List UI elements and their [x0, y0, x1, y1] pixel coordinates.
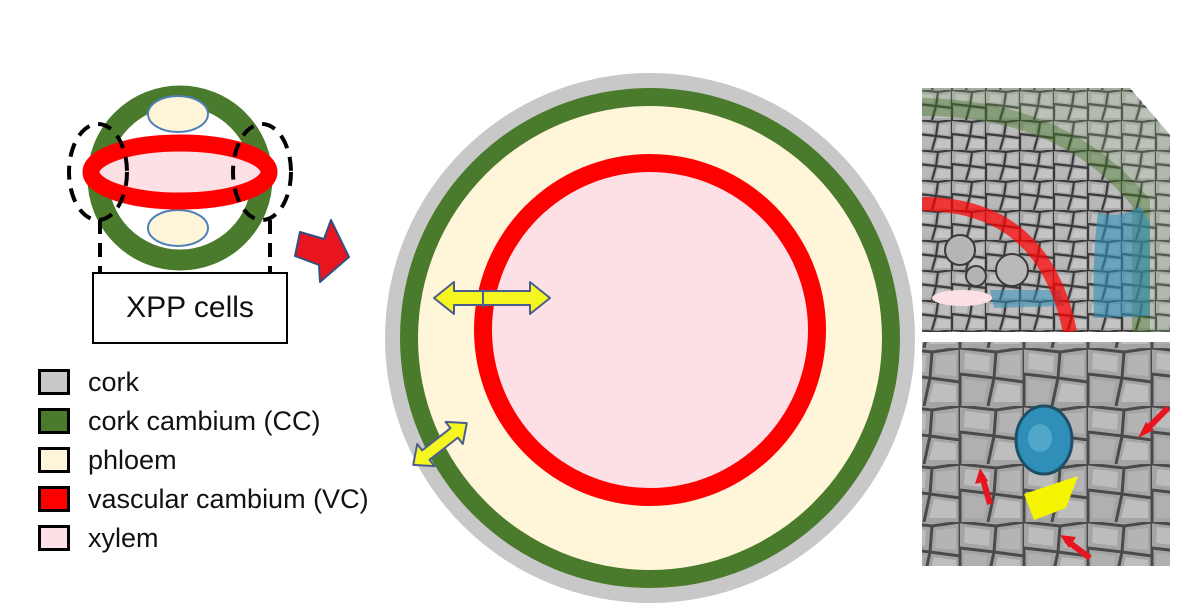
legend-swatch-cork	[38, 369, 70, 395]
legend-label: vascular cambium (VC)	[88, 483, 369, 514]
schematic-small	[67, 85, 293, 272]
legend-item-vascular-cambium: vascular cambium (VC)	[38, 481, 369, 517]
xpp-highlight-right	[231, 122, 293, 222]
red-arrow-icon	[1060, 535, 1092, 561]
schematic-large	[385, 73, 915, 603]
legend-label: cork cambium (CC)	[88, 405, 321, 436]
block-arrow-right-icon	[294, 219, 350, 283]
xpp-cells-label: XPP cells	[126, 291, 254, 324]
red-arrow-icon	[1138, 405, 1170, 438]
legend-label: cork	[88, 366, 140, 397]
xpp-highlight-left	[67, 122, 129, 222]
legend-swatch-xylem	[38, 525, 70, 551]
double-arrow-icon	[412, 420, 468, 468]
legend-item-xylem: xylem	[38, 520, 159, 556]
large-xylem	[492, 172, 808, 488]
double-arrow-icon	[433, 281, 551, 315]
legend-item-cork: cork	[38, 364, 139, 400]
legend-item-cork-cambium: cork cambium (CC)	[38, 403, 321, 439]
legend-item-phloem: phloem	[38, 442, 177, 478]
small-phloem-top	[147, 95, 209, 133]
legend-swatch-cork-cambium	[38, 408, 70, 434]
small-phloem-bottom	[147, 209, 209, 247]
legend-swatch-phloem	[38, 447, 70, 473]
micrograph-cross-section	[922, 88, 1170, 332]
xpp-cells-box: XPP cells	[92, 272, 288, 344]
legend-label: phloem	[88, 444, 177, 475]
legend-label: xylem	[88, 522, 159, 553]
small-vascular-cambium	[82, 134, 278, 210]
arrowhead-icon	[1024, 476, 1078, 520]
red-arrow-icon	[975, 468, 993, 505]
legend-swatch-vascular-cambium	[38, 486, 70, 512]
micrograph-detail	[922, 342, 1170, 566]
